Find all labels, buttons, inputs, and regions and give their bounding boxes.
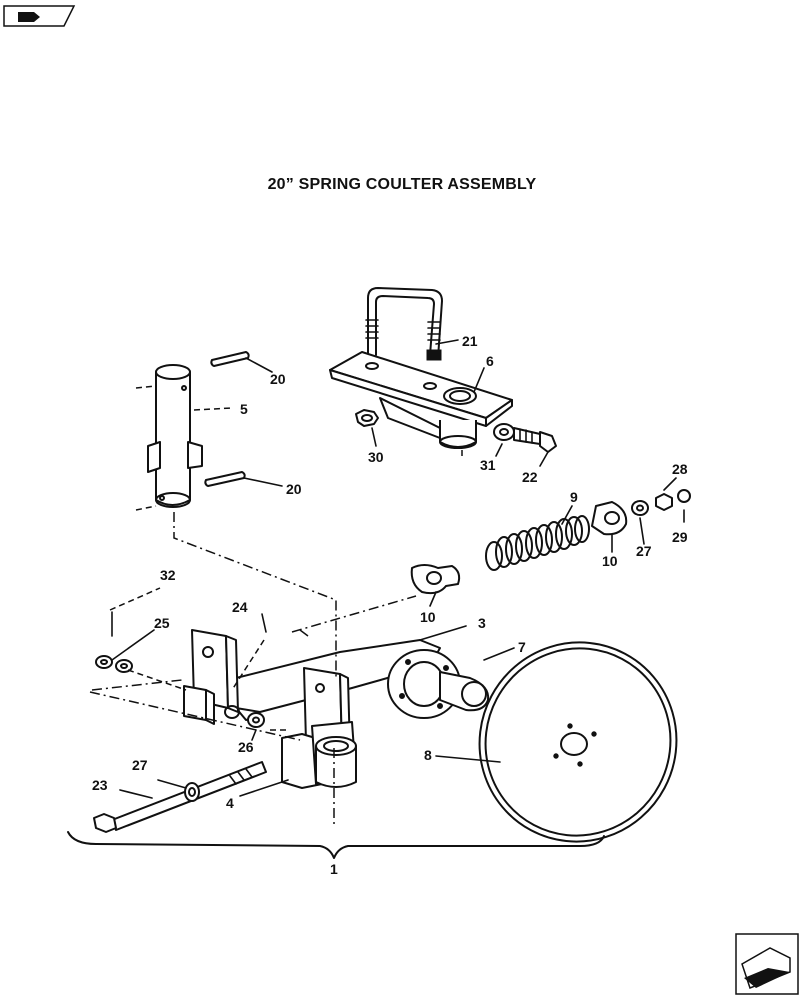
disc-blade-8: [478, 641, 678, 843]
callout-21: 21: [462, 333, 478, 349]
bracket-24: [183, 629, 240, 725]
bracket-4: [281, 667, 357, 789]
pin-20-upper: [210, 351, 250, 367]
callout-27-right: 27: [636, 543, 652, 559]
assembly-lines: [89, 385, 463, 824]
pivot-tube-5: [147, 364, 203, 508]
bolt-22: [513, 427, 557, 453]
leader-lines: [109, 339, 677, 799]
callout-10-right: 10: [602, 553, 618, 569]
callout-8: 8: [424, 747, 432, 763]
callout-9: 9: [570, 489, 578, 505]
next-page-arrow-icon[interactable]: [735, 933, 799, 995]
u-bolt-21: [365, 287, 443, 361]
callout-5: 5: [240, 401, 248, 417]
washers-25: [95, 655, 133, 673]
callout-20-lower: 20: [286, 481, 302, 497]
callout-25: 25: [154, 615, 170, 631]
callout-labels: 1 3 4 5 6 7 8 9 10 10 20 20 21 22 23 24 …: [92, 333, 688, 877]
spring-9: [485, 515, 590, 571]
spring-seat-10-right: [591, 501, 628, 536]
long-bolt-23: [93, 761, 267, 833]
cap-29: [677, 489, 691, 523]
page-title: 20” SPRING COULTER ASSEMBLY: [267, 176, 537, 193]
nut-28: [655, 493, 673, 511]
callout-6: 6: [486, 353, 494, 369]
assembly-brace-1: [67, 831, 605, 859]
callout-31: 31: [480, 457, 496, 473]
callout-27-bolt: 27: [132, 757, 148, 773]
callout-23: 23: [92, 777, 108, 793]
washer-26: [247, 712, 265, 728]
callout-29: 29: [672, 529, 688, 545]
washer-27-bolt: [184, 782, 200, 802]
callout-30: 30: [368, 449, 384, 465]
callout-7: 7: [518, 639, 526, 655]
callout-26: 26: [238, 739, 254, 755]
callout-22: 22: [522, 469, 538, 485]
nut-30: [355, 409, 379, 427]
callout-1: 1: [330, 861, 338, 877]
mounting-plate-6: [329, 351, 513, 449]
callout-4: 4: [226, 795, 234, 811]
callout-28: 28: [672, 461, 688, 477]
washer-31: [493, 423, 515, 441]
spring-seat-10-left: [410, 564, 461, 595]
callout-32: 32: [160, 567, 176, 583]
pin-20-lower: [204, 471, 246, 487]
callout-20-upper: 20: [270, 371, 286, 387]
callout-3: 3: [478, 615, 486, 631]
callout-24: 24: [232, 599, 248, 615]
callout-10-left: 10: [420, 609, 436, 625]
book-arrow-icon[interactable]: [3, 5, 76, 27]
washer-27-right: [631, 500, 649, 516]
hub-7: [387, 649, 490, 719]
